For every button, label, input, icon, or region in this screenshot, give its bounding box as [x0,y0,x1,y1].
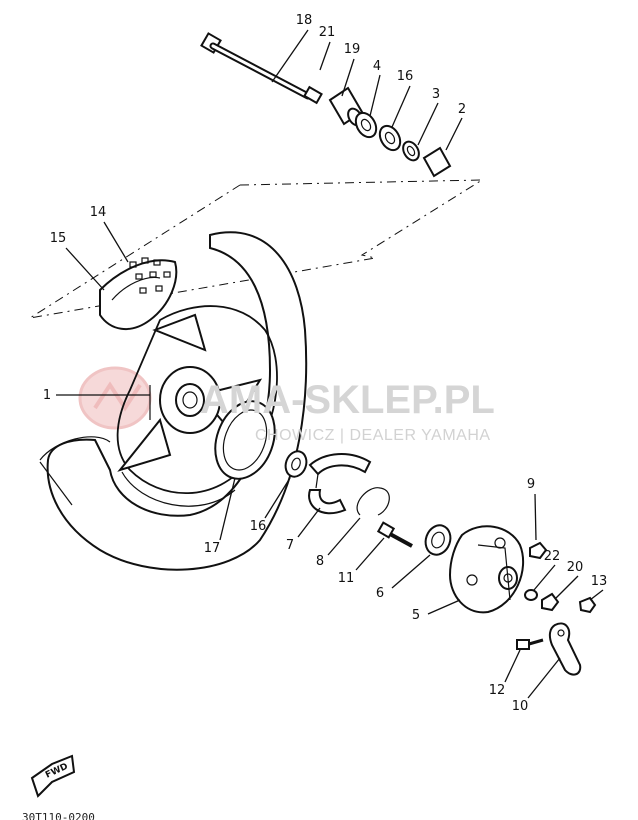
tire-tread-sample [99,257,178,330]
part-callout-16: 16 [397,69,414,84]
leader-line [534,493,537,541]
leader-line [504,649,521,683]
part-callout-12: 12 [489,683,506,698]
leader-line [555,575,579,599]
bolt-12 [516,638,544,650]
leader-line [103,221,129,263]
leader-line [341,58,355,97]
part-callout-6: 6 [376,586,384,601]
part-callout-7: 7 [286,538,294,553]
leader-line [65,247,105,291]
leader-line [319,41,331,71]
part-callout-18: 18 [296,13,313,28]
part-callout-8: 8 [316,554,324,569]
part-callout-14: 14 [90,205,107,220]
axle [200,32,323,105]
part-callout-11: 11 [338,571,355,586]
leader-line [219,477,236,541]
brake-camshaft [376,521,413,548]
leader-line [369,74,381,117]
bearing-right [378,124,402,152]
part-callout-5: 5 [412,608,420,623]
bearing-left [354,111,378,139]
oil-seal [402,140,420,162]
watermark-subtext: CHOWICZ | DEALER YAMAHA [255,427,491,444]
part-callout-19: 19 [344,42,361,57]
brake-shoe-plate [448,525,525,614]
leader-line [327,517,361,556]
leader-line [355,537,385,571]
washer-22 [524,589,538,601]
nut-13 [578,596,597,614]
watermark-logo [78,366,152,430]
leader-line [427,599,461,615]
shoe-plate-seal [424,524,452,556]
part-callout-10: 10 [512,699,529,714]
leader-line [391,554,431,589]
part-callout-22: 22 [544,549,561,564]
nut-9 [529,541,548,560]
fwd-arrow-icon: FWD [30,754,76,798]
leader-line [391,85,411,128]
part-callout-15: 15 [50,231,67,246]
leader-line [264,477,291,519]
part-callout-21: 21 [319,25,336,40]
brake-shoes [308,453,372,515]
leader-line [527,657,561,699]
leader-line [445,117,463,151]
leader-line [533,564,556,591]
part-callout-20: 20 [567,560,584,575]
watermark-text: AMA-SKLEP.PL [200,378,495,422]
brake-spring [356,487,390,516]
part-callout-16: 16 [250,519,267,534]
part-callout-4: 4 [373,59,381,74]
camshaft-lever [548,622,582,676]
drawing-code: 30T110-0200 [22,811,95,820]
leader-line [589,589,604,601]
hub-bearing [284,450,308,478]
part-callout-3: 3 [432,87,440,102]
spacer [422,146,452,178]
part-callout-2: 2 [458,102,466,117]
part-callout-17: 17 [204,541,221,556]
leader-line [271,29,309,83]
drum-ring [214,400,276,480]
part-callout-13: 13 [591,574,608,589]
leader-line [297,507,321,538]
part-callout-1: 1 [43,388,51,403]
part-callout-9: 9 [527,477,535,492]
nut-20 [541,592,560,612]
leader-line [417,102,439,146]
